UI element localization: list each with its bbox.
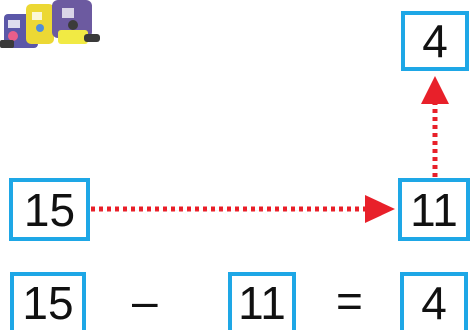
start-value: 15 [23, 183, 76, 236]
equation-result-box: 4 [400, 272, 468, 330]
middle-box: 11 [398, 178, 470, 241]
result-value-top: 4 [422, 15, 448, 67]
horizontal-arrowhead [365, 195, 395, 223]
equation-subtrahend: 11 [238, 277, 286, 329]
cartoon-characters-image [0, 0, 104, 50]
vertical-arrowhead [421, 76, 449, 104]
equation-minuend: 15 [22, 277, 74, 329]
middle-value: 11 [410, 183, 458, 236]
equation-subtrahend-box: 11 [228, 272, 296, 330]
minus-sign: – [132, 275, 158, 327]
equation-result: 4 [421, 277, 447, 329]
equation-minuend-box: 15 [10, 272, 86, 330]
result-box-top: 4 [401, 11, 469, 71]
equals-sign: = [336, 275, 363, 327]
start-box: 15 [9, 178, 90, 241]
